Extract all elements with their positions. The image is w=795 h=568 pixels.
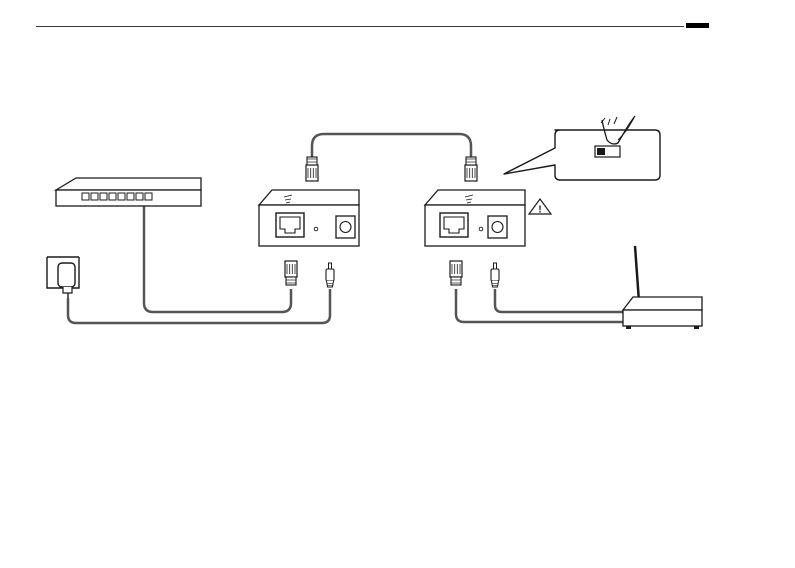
splitter-dc-port — [488, 216, 507, 238]
power-adapter-icon — [47, 257, 79, 298]
cable-injector-to-splitter — [312, 134, 471, 158]
dc-plug-splitter — [491, 263, 499, 287]
wireless-router-icon — [623, 246, 702, 329]
rj45-plug-injector-bottom — [285, 261, 297, 285]
injector-ethernet-port — [276, 213, 304, 237]
cable-splitter-power-to-router — [495, 289, 623, 312]
poe-splitter-icon — [425, 190, 525, 246]
splitter-ethernet-port — [440, 213, 468, 237]
rj45-plug-injector-top — [306, 157, 318, 181]
cable-splitter-ethernet-to-router — [456, 289, 623, 322]
rj45-plug-splitter-bottom — [450, 261, 462, 285]
warning-symbol: ! — [538, 205, 541, 216]
network-switch-icon — [56, 178, 201, 206]
warning-triangle-icon: ! — [529, 199, 551, 216]
dip-switch-icon — [504, 116, 660, 180]
rj45-plug-splitter-top — [465, 157, 477, 181]
poe-injector-icon — [259, 190, 359, 246]
dc-plug-injector — [326, 263, 334, 287]
injector-dc-port — [336, 216, 355, 238]
